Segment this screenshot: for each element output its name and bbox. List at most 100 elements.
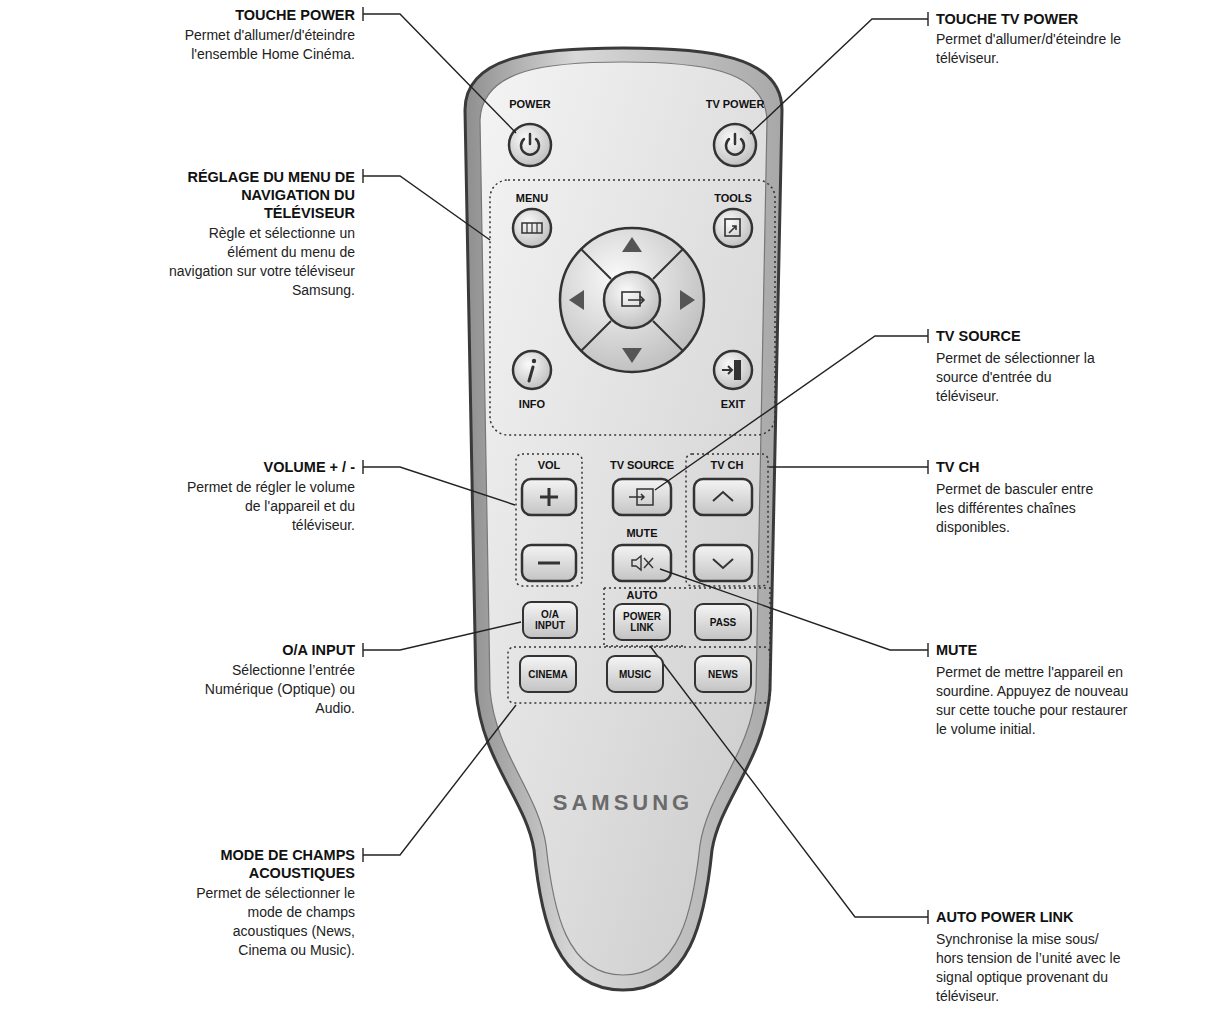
speaker-icon (632, 556, 641, 570)
tv-power-button (714, 124, 756, 166)
button-shape (613, 545, 671, 581)
button-label: INFO (492, 398, 572, 411)
button-shape (714, 209, 752, 247)
leader-line (769, 460, 928, 474)
button-label: POWER (490, 98, 570, 111)
tools-icon (729, 226, 736, 233)
callout-heading: MODE DE CHAMPS ACOUSTIQUES (185, 846, 355, 882)
menu-icon (527, 223, 537, 233)
info-button (513, 351, 551, 389)
arrow-left (569, 290, 584, 310)
button-shape (509, 124, 551, 166)
enter-button (604, 272, 660, 328)
pad-shape (560, 228, 704, 372)
leader-line (363, 705, 516, 862)
button-label: MENU (492, 192, 572, 205)
arrow-up (622, 237, 642, 252)
leader-lines (363, 7, 928, 924)
button-label: TV SOURCE (602, 459, 682, 472)
chevron-down (713, 559, 733, 568)
menu-icon (522, 223, 542, 233)
exit-button (714, 351, 752, 389)
callout-text: Permet de basculer entre les différentes… (936, 480, 1106, 537)
sound-button: AUTOPOWER LINK (613, 603, 671, 641)
callout-heading: RÉGLAGE DU MENU DE NAVIGATION DU TÉLÉVIS… (180, 168, 355, 222)
arrow-down (622, 348, 642, 363)
callout-text: Sélectionne l’entrée Numérique (Optique)… (195, 661, 355, 718)
volume-down-button (522, 545, 576, 581)
chevron-up (713, 492, 733, 501)
pass-group-outline (604, 588, 770, 646)
leader-line (660, 569, 928, 657)
minus-symbol (538, 562, 560, 565)
source-icon (629, 494, 644, 500)
callout-text: Permet d'allumer/d'éteindre le téléviseu… (936, 30, 1136, 68)
group-outlines (490, 180, 775, 703)
vol-group-outline (516, 454, 582, 586)
callout-text: Règle et sélectionne un élément du menu … (160, 224, 355, 300)
button-label: TV POWER (695, 98, 775, 111)
sound-button: MUSIC (606, 655, 664, 693)
leader-line (363, 622, 521, 657)
power-button (509, 124, 551, 166)
callout-heading: O/A INPUT (155, 641, 355, 659)
button-text: CINEMA (528, 669, 567, 680)
button-label: VOL (519, 459, 579, 472)
button-text: O/A INPUT (528, 609, 572, 631)
brand-logo: SAMSUNG (513, 790, 733, 816)
button-text: MUSIC (619, 669, 651, 680)
callout-heading: MUTE (936, 641, 1136, 659)
leader-line (363, 460, 515, 505)
button-shape (522, 479, 576, 515)
nav-group-outline (490, 180, 775, 435)
button-shape (694, 545, 752, 581)
plus-symbol (540, 488, 558, 506)
button-label: TV CH (692, 459, 762, 472)
button-shape (513, 351, 551, 389)
leader-line (363, 169, 490, 240)
callout-heading: TV SOURCE (936, 327, 1136, 345)
direction-pad (560, 228, 704, 372)
callout-heading: VOLUME + / - (155, 458, 355, 476)
leader-line (655, 329, 928, 490)
callout-text: Synchronise la mise sous/ hors tension d… (936, 930, 1126, 1006)
button-shape (522, 545, 576, 581)
button-label: EXIT (693, 398, 773, 411)
callout-heading: TOUCHE POWER (105, 6, 355, 24)
button-label: TOOLS (693, 192, 773, 205)
arrow-right (680, 290, 695, 310)
callout-text: Permet de sélectionner la source d'entré… (936, 349, 1116, 406)
enter-icon (622, 292, 640, 306)
button-shape (513, 209, 551, 247)
pad-dividers (581, 249, 683, 351)
callout-heading: TOUCHE TV POWER (936, 10, 1186, 28)
button-shape (714, 124, 756, 166)
leader-line (650, 646, 928, 924)
button-caption: AUTO (605, 589, 679, 602)
sound-mode-group-outline (508, 647, 770, 703)
callout-text: Permet de régler le volume de l'appareil… (180, 478, 355, 535)
sound-button: PASS (694, 603, 752, 641)
remote-body (465, 48, 782, 990)
channel-down-button (694, 545, 752, 581)
exit-icon (722, 366, 732, 374)
callout-heading: TV CH (936, 458, 1136, 476)
power-icon (521, 134, 539, 155)
tvch-group-outline (686, 454, 768, 586)
button-text: POWER LINK (620, 611, 664, 633)
leader-line (363, 7, 516, 133)
callout-heading: AUTO POWER LINK (936, 908, 1186, 926)
exit-icon (734, 360, 741, 380)
enter-icon (628, 296, 644, 304)
sound-button: O/A INPUT (522, 601, 578, 639)
volume-up-button (522, 479, 576, 515)
button-text: PASS (710, 617, 737, 628)
info-icon (532, 359, 536, 363)
leader-line (750, 12, 928, 134)
callout-text: Permet d'allumer/d'éteindre l'ensemble H… (155, 26, 355, 64)
callout-text: Permet de sélectionner le mode de champs… (185, 884, 355, 960)
button-shape (714, 351, 752, 389)
mute-button (613, 545, 671, 581)
button-text: NEWS (708, 669, 738, 680)
